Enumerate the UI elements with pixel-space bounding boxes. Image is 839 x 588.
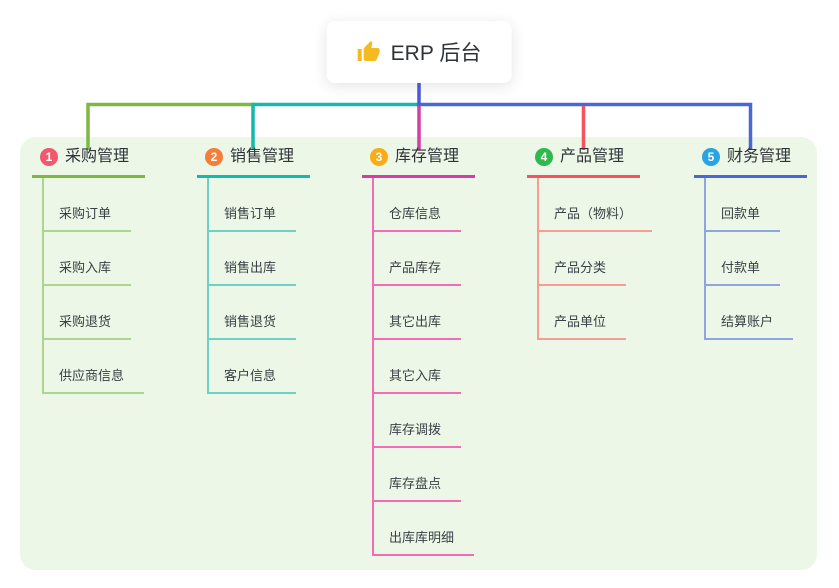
- child-node[interactable]: 采购退货: [44, 286, 132, 340]
- branch-label: 库存管理: [395, 148, 460, 165]
- child-node[interactable]: 采购入库: [44, 232, 132, 286]
- child-node[interactable]: 产品（物料）: [539, 178, 653, 232]
- child-node[interactable]: 销售出库: [209, 232, 297, 286]
- child-node[interactable]: 其它出库: [374, 286, 462, 340]
- child-node[interactable]: 采购订单: [44, 178, 132, 232]
- branch-procurement: 1 采购管理 采购订单 采购入库 采购退货 供应商信息: [32, 146, 146, 394]
- branch-number-badge: 3: [370, 148, 388, 166]
- branch-sales: 2 销售管理 销售订单 销售出库 销售退货 客户信息: [197, 146, 311, 394]
- child-node[interactable]: 供应商信息: [44, 340, 145, 394]
- branch-finance: 5 财务管理 回款单 付款单 结算账户: [694, 146, 808, 340]
- branch-label: 产品管理: [560, 148, 625, 165]
- branch-children: 销售订单 销售出库 销售退货 客户信息: [207, 178, 297, 394]
- branch-title[interactable]: 4 产品管理: [527, 146, 641, 178]
- branch-number-badge: 2: [205, 148, 223, 166]
- branch-title[interactable]: 5 财务管理: [694, 146, 808, 178]
- child-node[interactable]: 产品分类: [539, 232, 627, 286]
- branch-title[interactable]: 2 销售管理: [197, 146, 311, 178]
- root-node[interactable]: ERP 后台: [326, 21, 512, 83]
- child-node[interactable]: 付款单: [706, 232, 781, 286]
- branch-label: 财务管理: [727, 148, 792, 165]
- branch-label: 采购管理: [65, 148, 130, 165]
- child-node[interactable]: 销售退货: [209, 286, 297, 340]
- child-node[interactable]: 其它入库: [374, 340, 462, 394]
- child-node[interactable]: 产品库存: [374, 232, 462, 286]
- child-node[interactable]: 产品单位: [539, 286, 627, 340]
- child-node[interactable]: 库存调拨: [374, 394, 462, 448]
- branch-title[interactable]: 3 库存管理: [362, 146, 476, 178]
- branch-label: 销售管理: [230, 148, 295, 165]
- branch-number-badge: 1: [40, 148, 58, 166]
- branch-number-badge: 4: [535, 148, 553, 166]
- child-node[interactable]: 客户信息: [209, 340, 297, 394]
- branch-children: 回款单 付款单 结算账户: [704, 178, 794, 340]
- branch-children: 采购订单 采购入库 采购退货 供应商信息: [42, 178, 145, 394]
- branch-children: 仓库信息 产品库存 其它出库 其它入库 库存调拨 库存盘点 出库库明细: [372, 178, 475, 556]
- branch-product: 4 产品管理 产品（物料） 产品分类 产品单位: [527, 146, 653, 340]
- child-node[interactable]: 回款单: [706, 178, 781, 232]
- branch-title[interactable]: 1 采购管理: [32, 146, 146, 178]
- child-node[interactable]: 结算账户: [706, 286, 794, 340]
- child-node[interactable]: 仓库信息: [374, 178, 462, 232]
- branch-number-badge: 5: [702, 148, 720, 166]
- branch-inventory: 3 库存管理 仓库信息 产品库存 其它出库 其它入库 库存调拨 库存盘点 出库库…: [362, 146, 476, 556]
- branches-panel: [20, 137, 817, 570]
- child-node[interactable]: 出库库明细: [374, 502, 475, 556]
- branch-children: 产品（物料） 产品分类 产品单位: [537, 178, 653, 340]
- child-node[interactable]: 销售订单: [209, 178, 297, 232]
- thumbs-up-icon: [357, 40, 381, 64]
- child-node[interactable]: 库存盘点: [374, 448, 462, 502]
- root-label: ERP 后台: [390, 42, 482, 65]
